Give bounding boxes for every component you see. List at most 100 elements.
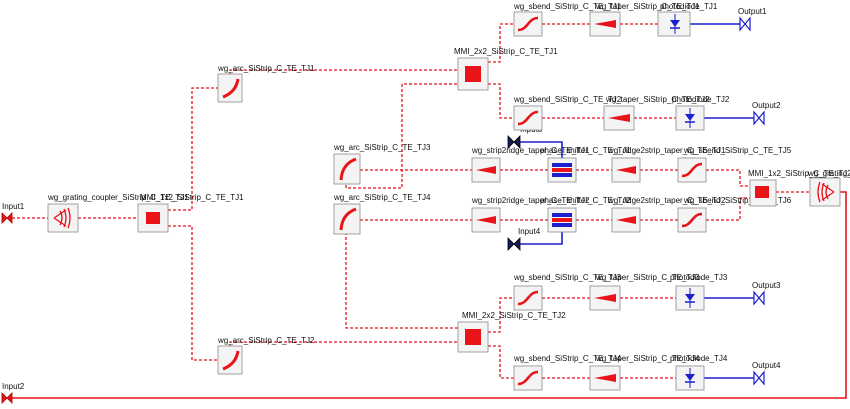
bowtie-port-icon: [739, 16, 751, 32]
port-in4[interactable]: Input4: [507, 227, 541, 251]
component-ridge2strip-taper-2[interactable]: wg_ridge2strip_taper_C_TE_TJ2: [607, 196, 726, 233]
wire-mmi2x2b-sb3[interactable]: [488, 297, 514, 333]
wire-arc4-mmi2x2b[interactable]: [345, 232, 458, 329]
component-grating-coupler-2[interactable]: wg_grating_coupler_SiStrip_C_TE_TJ2: [807, 169, 850, 207]
sbend-icon: [681, 212, 703, 228]
component-sbend-4[interactable]: wg_sbend_SiStrip_C_TE_TJ4: [513, 354, 622, 391]
component-mmi-2x2-2[interactable]: MMI_2x2_SiStrip_C_TE_TJ2: [457, 311, 566, 353]
wire-in4-ps2[interactable]: [514, 228, 563, 245]
port-label: Output4: [752, 361, 781, 370]
component-sbend-1[interactable]: wg_sbend_SiStrip_C_TE_TJ1: [513, 2, 622, 37]
wire-in3-ps1[interactable]: [514, 141, 563, 162]
taper-icon: [616, 166, 636, 174]
component-label: wg_arc_SiStrip_C_TE_TJ3: [333, 143, 431, 152]
component-label: wg_taper_SiStrip_C_TE_TJ3: [595, 273, 700, 282]
component-label: phase_shifter_C_TE_TJ2: [540, 196, 631, 205]
taper-icon: [476, 166, 496, 174]
component-mmi-2x2-1[interactable]: MMI_2x2_SiStrip_C_TE_TJ1: [454, 47, 558, 91]
component-phase-shifter-1[interactable]: phase_shifter_C_TE_TJ1: [540, 146, 631, 183]
component-label: wg_grating_coupler_SiStrip_C_TE_TJ1: [47, 193, 189, 202]
arc-icon: [339, 157, 357, 181]
wire-mmi2x2a-sb1[interactable]: [488, 23, 514, 63]
bowtie-port-icon: [753, 110, 765, 126]
component-label: photodiode_TJ4: [670, 354, 728, 363]
component-label: wg_sbend_SiStrip_C_TE_TJ1: [513, 2, 622, 11]
photodiode-icon: [670, 14, 680, 34]
port-label: Output2: [752, 101, 781, 110]
component-label: wg_arc_SiStrip_C_TE_TJ2: [217, 336, 315, 345]
port-in1[interactable]: Input1: [1, 202, 25, 224]
wire-sb6-mmi1x2b[interactable]: [706, 197, 750, 221]
component-label: wg_sbend_SiStrip_C_TE_TJ5: [683, 146, 792, 155]
component-photodiode-2[interactable]: photodiode_TJ2: [672, 95, 730, 131]
component-label: wg_arc_SiStrip_C_TE_TJ1: [217, 64, 315, 73]
component-strip2ridge-taper-1[interactable]: wg_strip2ridge_taper_C_TE_TJ1: [471, 146, 590, 183]
component-mmi-1x2-1[interactable]: MMI_1x2_SiStrip_C_TE_TJ1: [137, 193, 244, 233]
component-label: wg_grating_coupler_SiStrip_C_TE_TJ2: [807, 169, 850, 178]
component-ridge2strip-taper-1[interactable]: wg_ridge2strip_taper_C_TE_TJ1: [607, 146, 726, 183]
component-photodiode-3[interactable]: photodiode_TJ3: [670, 273, 728, 311]
port-in2[interactable]: Input2: [1, 382, 25, 404]
component-strip2ridge-taper-2[interactable]: wg_strip2ridge_taper_C_TE_TJ2: [471, 196, 590, 233]
taper-icon: [594, 374, 616, 382]
component-photodiode-4[interactable]: photodiode_TJ4: [670, 354, 728, 391]
component-label: wg_ridge2strip_taper_C_TE_TJ2: [607, 196, 726, 205]
port-out3[interactable]: Output3: [752, 281, 781, 306]
photodiode-icon: [685, 288, 695, 308]
sbend-icon: [517, 110, 539, 126]
component-sbend-6[interactable]: wg_sbend_SiStrip_C_TE_TJ6: [677, 196, 792, 233]
grating-icon: [817, 181, 835, 203]
component-arc-1[interactable]: wg_arc_SiStrip_C_TE_TJ1: [217, 64, 315, 103]
component-arc-2[interactable]: wg_arc_SiStrip_C_TE_TJ2: [217, 336, 315, 375]
component-sbend-2[interactable]: wg_sbend_SiStrip_C_TE_TJ2: [513, 95, 622, 131]
component-label: MMI_1x2_SiStrip_C_TE_TJ1: [140, 193, 244, 202]
component-label: wg_taper_SiStrip_C_TE_TJ4: [595, 354, 700, 363]
wire-gc2-in2[interactable]: [12, 191, 847, 399]
port-out1[interactable]: Output1: [738, 7, 767, 32]
component-label: wg_strip2ridge_taper_C_TE_TJ1: [471, 146, 590, 155]
bowtie-port-icon: [753, 370, 765, 386]
wire-arc3-mmi2x2a[interactable]: [345, 83, 458, 189]
wire-mmi2x2b-sb4[interactable]: [488, 345, 514, 379]
port-label: Output3: [752, 281, 781, 290]
component-label: photodiode_TJ3: [670, 273, 728, 282]
component-grating-coupler-1[interactable]: wg_grating_coupler_SiStrip_C_TE_TJ1: [47, 193, 189, 233]
port-out2[interactable]: Output2: [752, 101, 781, 126]
mmi-icon: [755, 186, 769, 198]
sbend-icon: [517, 16, 539, 32]
component-sbend-3[interactable]: wg_sbend_SiStrip_C_TE_TJ3: [513, 273, 622, 311]
port-label: Input1: [2, 202, 25, 211]
wire-mmi1x2-arc2[interactable]: [168, 225, 218, 361]
mmi-icon: [465, 66, 481, 82]
component-taper-2[interactable]: wg_taper_SiStrip_C_TE_TJ2: [603, 95, 710, 131]
wire-mmi2x2a-sb2[interactable]: [488, 83, 514, 119]
component-arc-3[interactable]: wg_arc_SiStrip_C_TE_TJ3: [333, 143, 431, 185]
photodiode-icon: [685, 368, 695, 388]
component-label: MMI_2x2_SiStrip_C_TE_TJ2: [462, 311, 566, 320]
component-phase-shifter-2[interactable]: phase_shifter_C_TE_TJ2: [540, 196, 631, 233]
component-label: phase_shifter_C_TE_TJ1: [540, 146, 631, 155]
component-label: wg_taper_SiStrip_C_TE_TJ1: [595, 2, 700, 11]
taper-icon: [616, 216, 636, 224]
phase-shifter-icon: [552, 213, 572, 227]
component-taper-1[interactable]: wg_taper_SiStrip_C_TE_TJ1: [589, 2, 700, 37]
sbend-icon: [517, 290, 539, 306]
component-label: wg_sbend_SiStrip_C_TE_TJ3: [513, 273, 622, 282]
bowtie-port-icon: [753, 290, 765, 306]
component-label: MMI_2x2_SiStrip_C_TE_TJ1: [454, 47, 558, 56]
component-label: wg_sbend_SiStrip_C_TE_TJ4: [513, 354, 622, 363]
component-mmi-1x2-2[interactable]: MMI_1x2_SiStrip_C_TE_TJ2: [748, 169, 850, 207]
component-sbend-5[interactable]: wg_sbend_SiStrip_C_TE_TJ5: [677, 146, 792, 183]
component-label: photodiode_TJ1: [660, 2, 718, 11]
component-taper-4[interactable]: wg_taper_SiStrip_C_TE_TJ4: [589, 354, 700, 391]
wire-sb5-mmi1x2b[interactable]: [706, 169, 750, 187]
port-out4[interactable]: Output4: [752, 361, 781, 386]
bowtie-port-icon: [507, 135, 521, 149]
wire-mmi1x2-arc1[interactable]: [168, 87, 218, 211]
component-arc-4[interactable]: wg_arc_SiStrip_C_TE_TJ4: [333, 193, 431, 235]
component-photodiode-1[interactable]: photodiode_TJ1: [657, 2, 718, 37]
component-taper-3[interactable]: wg_taper_SiStrip_C_TE_TJ3: [589, 273, 700, 311]
taper-icon: [594, 294, 616, 302]
mmi-icon: [465, 329, 481, 345]
